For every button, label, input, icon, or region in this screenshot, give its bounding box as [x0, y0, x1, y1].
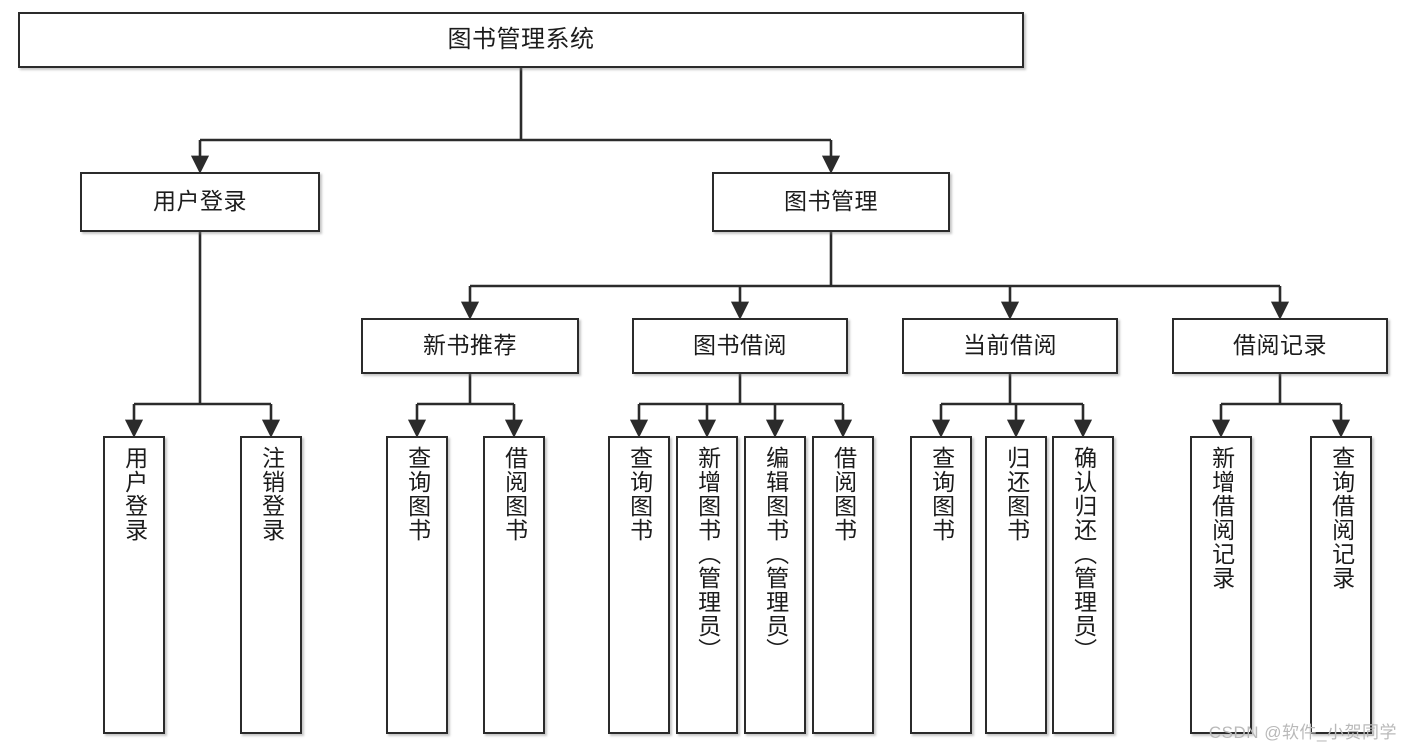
node-leaf-br-add[interactable]: 新增图书（管理员） [676, 436, 738, 734]
node-root[interactable]: 图书管理系统 [18, 12, 1024, 68]
node-leaf-cu-confirm[interactable]: 确认归还（管理员） [1052, 436, 1114, 734]
node-leaf-br-borrow[interactable]: 借阅图书 [812, 436, 874, 734]
node-label: 图书借阅 [693, 332, 787, 359]
node-label: 查询图书 [404, 446, 431, 542]
node-label: 借阅记录 [1233, 332, 1327, 359]
node-label: 用户登录 [153, 188, 247, 215]
node-leaf-cu-return[interactable]: 归还图书 [985, 436, 1047, 734]
node-leaf-br-edit[interactable]: 编辑图书（管理员） [744, 436, 806, 734]
node-label: 归还图书 [1003, 446, 1030, 542]
node-label: 查询图书 [626, 446, 653, 542]
node-label: 注销登录 [258, 446, 285, 542]
node-label: 图书管理系统 [447, 25, 595, 53]
node-bookmgmt[interactable]: 图书管理 [712, 172, 950, 232]
node-label: 新增图书（管理员） [694, 446, 721, 662]
node-label: 确认归还（管理员） [1070, 446, 1097, 662]
node-label: 图书管理 [784, 188, 878, 215]
node-label: 借阅图书 [830, 446, 857, 542]
node-leaf-logout[interactable]: 注销登录 [240, 436, 302, 734]
node-leaf-rc-add[interactable]: 新增借阅记录 [1190, 436, 1252, 734]
node-borrow[interactable]: 图书借阅 [632, 318, 848, 374]
node-leaf-rc-query[interactable]: 查询借阅记录 [1310, 436, 1372, 734]
node-label: 借阅图书 [501, 446, 528, 542]
node-current[interactable]: 当前借阅 [902, 318, 1118, 374]
node-label: 编辑图书（管理员） [762, 446, 789, 662]
node-leaf-nb-borrow[interactable]: 借阅图书 [483, 436, 545, 734]
node-record[interactable]: 借阅记录 [1172, 318, 1388, 374]
node-leaf-login[interactable]: 用户登录 [103, 436, 165, 734]
node-leaf-br-query[interactable]: 查询图书 [608, 436, 670, 734]
node-label: 新书推荐 [423, 332, 517, 359]
node-label: 新增借阅记录 [1208, 446, 1235, 590]
node-leaf-nb-query[interactable]: 查询图书 [386, 436, 448, 734]
node-newbook[interactable]: 新书推荐 [361, 318, 579, 374]
node-label: 查询图书 [928, 446, 955, 542]
node-label: 用户登录 [121, 446, 148, 542]
node-leaf-cu-query[interactable]: 查询图书 [910, 436, 972, 734]
node-label: 当前借阅 [963, 332, 1057, 359]
node-login[interactable]: 用户登录 [80, 172, 320, 232]
node-label: 查询借阅记录 [1328, 446, 1355, 590]
